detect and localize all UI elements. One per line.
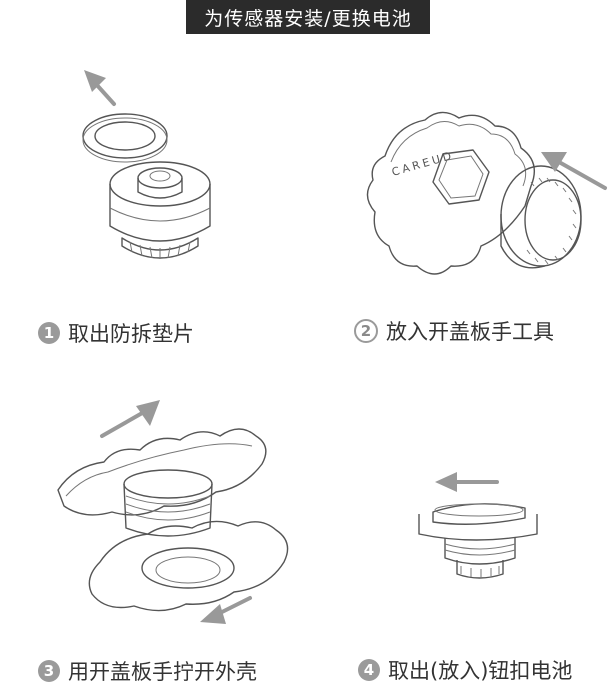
step-4-caption: 4 取出(放入)钮扣电池: [358, 655, 572, 685]
step-2-label: 放入开盖板手工具: [386, 320, 554, 344]
step-2-number-badge: 2: [354, 319, 378, 343]
step-3-illustration: [44, 392, 304, 628]
wrench-brand-text: CAREUD: [390, 149, 455, 179]
step-1-illustration: [70, 66, 240, 276]
twist-open-diagram: [57, 400, 289, 624]
step-3-number-badge: 3: [38, 660, 60, 682]
step-4-label: 取出(放入)钮扣电池: [388, 659, 573, 683]
page-title-text: 为传感器安装/更换电池: [204, 7, 412, 30]
step-1-caption: 1 取出防拆垫片: [38, 318, 194, 348]
step-4-illustration: [405, 462, 565, 592]
battery-remove-diagram: [418, 472, 538, 579]
step-2-caption: 2 放入开盖板手工具: [354, 316, 554, 346]
step-2-illustration: CAREUD: [355, 96, 610, 296]
wrench-insert-diagram: CAREUD: [366, 111, 607, 275]
step-3-label: 用开盖板手拧开外壳: [68, 660, 257, 684]
step-4-number-badge: 4: [358, 659, 380, 681]
step-3-caption: 3 用开盖板手拧开外壳: [38, 656, 257, 686]
page-title: 为传感器安装/更换电池: [186, 0, 430, 34]
step-1-number-badge: 1: [38, 322, 60, 344]
sensor-gasket-diagram: [82, 70, 211, 259]
step-1-label: 取出防拆垫片: [68, 322, 194, 346]
